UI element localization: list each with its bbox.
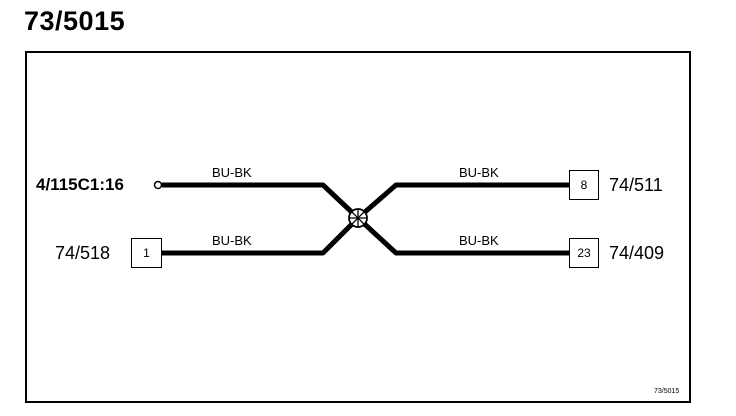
wire-right-bottom [356,216,569,256]
wire-right-top [356,182,569,220]
connector-label-left-top: 4/115C1:16 [36,175,124,194]
connector-label-left-bottom: 74/518 [55,243,111,263]
splice-node-icon [348,208,368,228]
wire-color-label-left-top: BU-BK [212,165,252,180]
pin-box-right-top: 8 [569,170,599,200]
diagram-frame [25,51,691,403]
wire-color-label-left-bottom: BU-BK [212,233,252,248]
wire-color-label-right-bottom: BU-BK [459,233,499,248]
diagram-reference: 73/5015 [654,388,680,395]
wire-color-label-right-top: BU-BK [459,165,499,180]
pin-box-right-bottom: 23 [569,238,599,268]
pin-box-left-bottom: 1 [131,238,162,268]
wire-left-bottom [162,216,360,256]
connector-label-right-bottom: 74/409 [609,243,665,263]
page-title: 73/5015 [24,6,126,36]
connector-label-right-top: 74/511 [609,175,663,195]
wire-left-top [162,182,360,220]
terminal-open-circle-icon [153,180,163,190]
